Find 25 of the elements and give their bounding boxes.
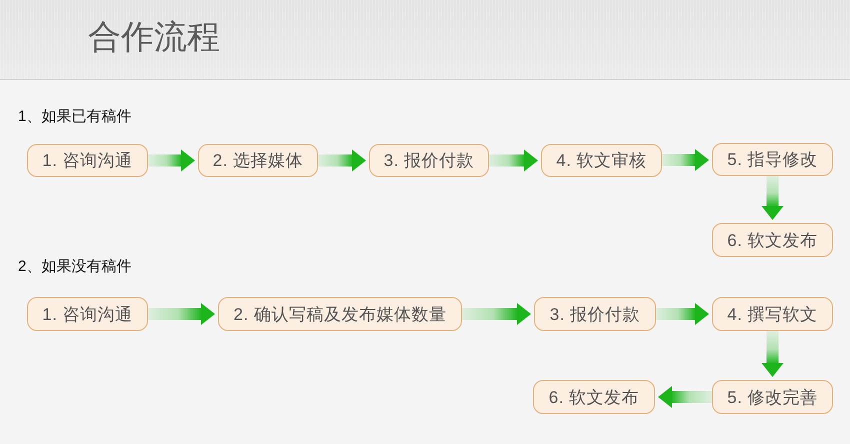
arrow	[148, 150, 195, 172]
arrow	[462, 303, 531, 325]
step-box: 5. 指导修改	[712, 143, 833, 176]
step-box: 2. 确认写稿及发布媒体数量	[218, 297, 462, 331]
section-heading: 1、如果已有稿件	[18, 107, 132, 127]
arrow	[762, 331, 784, 377]
step-box: 3. 报价付款	[534, 297, 656, 331]
arrow	[762, 176, 784, 220]
step-box: 4. 撰写软文	[712, 297, 833, 331]
arrow	[662, 149, 709, 171]
arrow	[148, 303, 215, 325]
arrow	[658, 386, 712, 408]
step-box: 5. 修改完善	[712, 380, 833, 414]
section-heading: 2、如果没有稿件	[18, 257, 132, 277]
arrow	[489, 150, 538, 172]
arrow	[318, 150, 366, 172]
step-box: 3. 报价付款	[369, 144, 489, 177]
step-box: 1. 咨询沟通	[27, 297, 148, 331]
step-box: 1. 咨询沟通	[27, 144, 148, 177]
step-box: 6. 软文发布	[712, 223, 833, 257]
step-box: 6. 软文发布	[533, 380, 655, 414]
step-box: 2. 选择媒体	[198, 144, 318, 177]
step-box: 4. 软文审核	[541, 144, 662, 177]
title: 合作流程	[88, 17, 220, 57]
arrow	[656, 303, 709, 325]
